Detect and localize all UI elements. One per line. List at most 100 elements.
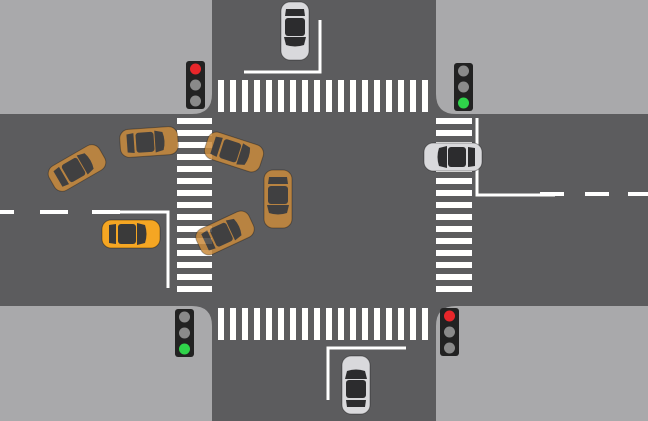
crosswalk-bottom-stripe bbox=[362, 308, 368, 340]
road-markings bbox=[0, 20, 648, 400]
crosswalk-bottom-stripe bbox=[386, 308, 392, 340]
car-windshield bbox=[284, 37, 306, 47]
car-roof bbox=[209, 222, 233, 247]
crosswalk-left-stripe bbox=[177, 166, 212, 172]
car-rear-window bbox=[126, 133, 135, 154]
car-roof bbox=[346, 380, 366, 398]
center-dash-left bbox=[40, 210, 68, 214]
crosswalk-right-stripe bbox=[436, 286, 472, 292]
car-roof bbox=[135, 131, 155, 153]
stop-line-right bbox=[475, 118, 555, 197]
cars-layer bbox=[47, 1, 483, 415]
crosswalk-left-stripe bbox=[177, 286, 212, 292]
crosswalk-left-stripe bbox=[177, 202, 212, 208]
crosswalk-top-stripe bbox=[218, 80, 224, 112]
stop-line-top bbox=[244, 20, 322, 74]
center-dash-right bbox=[628, 192, 648, 196]
crosswalk-left-stripe bbox=[177, 142, 212, 148]
crosswalk-right-stripe bbox=[436, 250, 472, 256]
center-dash-left bbox=[0, 210, 14, 214]
crosswalk-bottom-stripe bbox=[410, 308, 416, 340]
car-roof bbox=[118, 224, 136, 244]
light-amber-lamp bbox=[179, 327, 190, 339]
crosswalk-top-stripe bbox=[326, 80, 332, 112]
crosswalk-bottom-stripe bbox=[278, 308, 284, 340]
crosswalk-bottom-stripe bbox=[374, 308, 380, 340]
crosswalk-top-stripe bbox=[290, 80, 296, 112]
traffic-lights bbox=[175, 61, 473, 357]
crosswalk-top-stripe bbox=[302, 80, 308, 112]
crosswalk-bottom-stripe bbox=[266, 308, 272, 340]
crosswalk-top-stripe bbox=[410, 80, 416, 112]
crosswalk-left-stripe bbox=[177, 262, 212, 268]
car-windshield bbox=[267, 205, 289, 215]
crosswalk-bottom-stripe bbox=[398, 308, 404, 340]
car-roof bbox=[268, 186, 288, 204]
crosswalk-bottom-stripe bbox=[302, 308, 308, 340]
car-orange-ghost-4 bbox=[263, 169, 293, 229]
car-roof bbox=[448, 147, 466, 167]
traffic-light-bottom-right bbox=[440, 308, 459, 356]
crosswalk-bottom-stripe bbox=[422, 308, 428, 340]
car-roof bbox=[219, 139, 242, 163]
crosswalk-left-stripe bbox=[177, 190, 212, 196]
car-roof bbox=[285, 18, 305, 36]
crosswalk-top-stripe bbox=[386, 80, 392, 112]
light-red-lamp bbox=[190, 63, 201, 75]
corner-bottom-left bbox=[192, 306, 212, 326]
car-orange-ghost-5 bbox=[195, 210, 255, 256]
crosswalk-bottom-stripe bbox=[290, 308, 296, 340]
light-amber-lamp bbox=[190, 79, 201, 91]
car-rear-window bbox=[53, 166, 70, 187]
crosswalk-top-stripe bbox=[278, 80, 284, 112]
crosswalk-right-stripe bbox=[436, 262, 472, 268]
crosswalk-right-stripe bbox=[436, 238, 472, 244]
car-orange-ghost-1 bbox=[47, 144, 107, 192]
car-rear-window bbox=[109, 224, 116, 244]
center-dash-right bbox=[585, 192, 609, 196]
crosswalk-left-stripe bbox=[177, 154, 212, 160]
crosswalk-bottom-stripe bbox=[350, 308, 356, 340]
light-green-lamp bbox=[458, 97, 469, 109]
car-grey-top bbox=[280, 1, 310, 61]
crosswalk-top-stripe bbox=[374, 80, 380, 112]
crosswalk-bottom-stripe bbox=[254, 308, 260, 340]
car-rear-window bbox=[210, 136, 223, 157]
crosswalk-right-stripe bbox=[436, 274, 472, 280]
light-amber-lamp bbox=[444, 326, 455, 338]
car-windshield bbox=[225, 218, 242, 241]
crosswalk-left-stripe bbox=[177, 238, 212, 244]
crosswalk-top-stripe bbox=[350, 80, 356, 112]
crosswalk-left-stripe bbox=[177, 274, 212, 280]
light-red-lamp bbox=[458, 65, 469, 77]
crosswalk-right-stripe bbox=[436, 190, 472, 196]
crosswalk-left-stripe bbox=[177, 250, 212, 256]
crosswalk-top-stripe bbox=[362, 80, 368, 112]
light-amber-lamp bbox=[458, 81, 469, 93]
car-windshield bbox=[76, 153, 94, 175]
crosswalk-top-stripe bbox=[314, 80, 320, 112]
car-orange-main bbox=[101, 219, 161, 249]
car-orange-ghost-2 bbox=[119, 126, 179, 158]
corner-top-right bbox=[436, 94, 456, 114]
traffic-light-bottom-left bbox=[175, 309, 194, 357]
crosswalk-top-stripe bbox=[242, 80, 248, 112]
crosswalk-right-stripe bbox=[436, 118, 472, 124]
car-rear-window bbox=[268, 177, 288, 184]
crosswalk-left-stripe bbox=[177, 226, 212, 232]
car-rear-window bbox=[468, 147, 475, 167]
stop-line-left bbox=[92, 210, 170, 288]
crosswalk-right-stripe bbox=[436, 226, 472, 232]
car-rear-window bbox=[346, 400, 366, 407]
light-green-lamp bbox=[179, 343, 190, 355]
corner-top-left bbox=[192, 94, 212, 114]
car-windshield bbox=[437, 146, 447, 168]
light-red-lamp bbox=[444, 310, 455, 322]
car-windshield bbox=[137, 223, 147, 245]
crosswalk-right-stripe bbox=[436, 130, 472, 136]
crosswalk-left-stripe bbox=[177, 130, 212, 136]
crosswalk-bottom-stripe bbox=[218, 308, 224, 340]
crosswalk-top-stripe bbox=[398, 80, 404, 112]
car-roof bbox=[61, 157, 86, 183]
